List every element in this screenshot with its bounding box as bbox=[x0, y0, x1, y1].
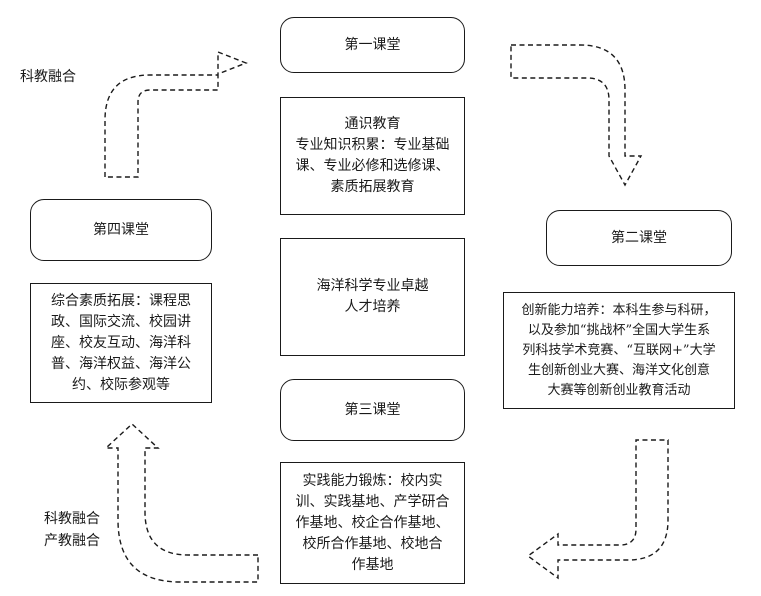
label-bottom-left: 科教融合 产教融合 bbox=[44, 511, 100, 549]
node-class2-desc-text: 创新能力培养：本科生参与科研， 以及参加“挑战杯”全国大学生系 列科技学术竞赛、… bbox=[521, 302, 717, 398]
node-class3-title: 第三课堂 bbox=[280, 379, 465, 441]
arrow-class2-to-class3 bbox=[526, 439, 669, 580]
node-class1-desc-text: 通识教育 专业知识积累：专业基础 课、专业必修和选修课、 素质拓展教育 bbox=[295, 116, 450, 195]
node-class1-desc: 通识教育 专业知识积累：专业基础 课、专业必修和选修课、 素质拓展教育 bbox=[280, 97, 465, 215]
arrow-class1-to-class2 bbox=[510, 44, 643, 187]
label-top-left: 科教融合 bbox=[20, 69, 76, 85]
node-class2-title: 第二课堂 bbox=[546, 210, 732, 266]
node-class3-desc: 实践能力锻炼：校内实 训、实践基地、产学研合 作基地、校企合作基地、 校所合作基… bbox=[280, 462, 465, 584]
node-center: 海洋科学专业卓越 人才培养 bbox=[280, 238, 465, 356]
node-class4-desc: 综合素质拓展：课程思 政、国际交流、校园讲 座、校友互动、海洋科 普、海洋权益、… bbox=[30, 283, 212, 403]
node-class4-title-text: 第四课堂 bbox=[93, 221, 149, 238]
node-class3-title-text: 第三课堂 bbox=[344, 401, 401, 418]
node-class4-desc-text: 综合素质拓展：课程思 政、国际交流、校园讲 座、校友互动、海洋科 普、海洋权益、… bbox=[51, 292, 191, 393]
node-class1-title-text: 第一课堂 bbox=[344, 36, 401, 53]
node-class2-desc: 创新能力培养：本科生参与科研， 以及参加“挑战杯”全国大学生系 列科技学术竞赛、… bbox=[503, 292, 735, 409]
node-class1-title: 第一课堂 bbox=[280, 17, 465, 73]
node-class4-title: 第四课堂 bbox=[30, 199, 212, 261]
arrow-class3-to-class4 bbox=[104, 423, 259, 583]
node-class3-desc-text: 实践能力锻炼：校内实 训、实践基地、产学研合 作基地、校企合作基地、 校所合作基… bbox=[295, 472, 450, 573]
arrow-class4-to-class1 bbox=[104, 50, 248, 178]
node-class2-title-text: 第二课堂 bbox=[611, 229, 667, 246]
node-center-text: 海洋科学专业卓越 人才培养 bbox=[316, 278, 429, 315]
